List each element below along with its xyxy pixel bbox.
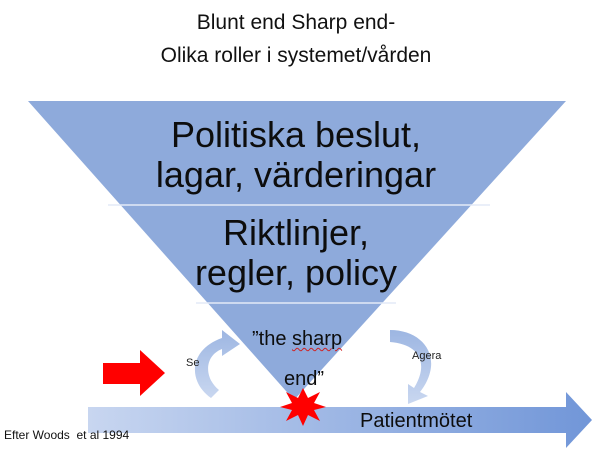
title-line-2: Olika roller i systemet/vården	[160, 44, 432, 67]
patient-arrow-label: Patientmötet	[360, 410, 473, 432]
patient-arrow	[88, 392, 592, 448]
tier2-text-line-1: Riktlinjer,	[222, 212, 370, 253]
title-line-1: Blunt end Sharp end-	[196, 11, 396, 34]
sharp-end-text-line-1: ”the sharp	[252, 327, 342, 351]
red-arrow-icon	[103, 350, 165, 396]
curved-arrow-right-icon	[390, 330, 432, 404]
credit-text: Efter Woods et al 1994	[4, 428, 130, 442]
funnel-triangle	[28, 101, 566, 400]
explosion-icon	[280, 388, 326, 426]
sharp-word: sharp	[292, 328, 343, 350]
tier1-text-line-2: lagar, värderingar	[155, 154, 437, 195]
tier1-text-line-1: Politiska beslut,	[170, 114, 422, 155]
se-label: Se	[186, 357, 200, 369]
sharp-quote-open: ”the	[252, 328, 293, 350]
sharp-end-text-line-2: end”	[284, 368, 325, 390]
tier2-text-line-2: regler, policy	[194, 252, 398, 293]
agera-label: Agera	[412, 350, 442, 362]
curved-arrow-left-icon	[194, 330, 240, 398]
